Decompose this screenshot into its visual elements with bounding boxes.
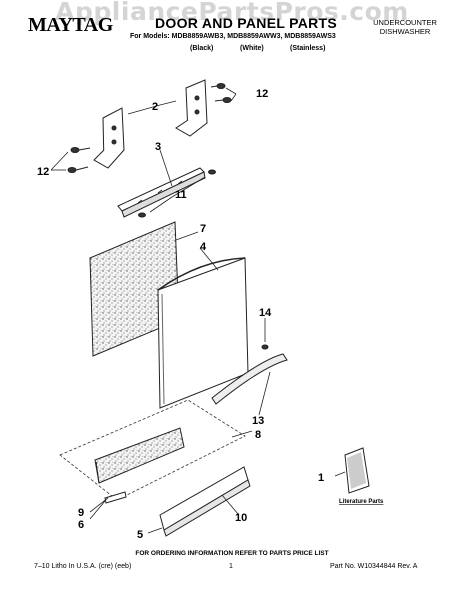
callout-1: 1: [318, 472, 324, 484]
callout-6: 6: [78, 519, 84, 531]
ordering-note: FOR ORDERING INFORMATION REFER TO PARTS …: [135, 550, 329, 557]
callout-14: 14: [259, 307, 272, 319]
lower-insulation: [94, 427, 185, 484]
part-number: Part No. W10344844 Rev. A: [330, 563, 418, 570]
color-white: (White): [240, 45, 264, 52]
callout-11: 11: [175, 189, 187, 201]
kit-outline: [59, 399, 246, 501]
callout-2: 2: [152, 101, 158, 113]
rail-screws: [138, 169, 216, 218]
screws-left: [67, 147, 91, 173]
hinge-bracket-left: [93, 107, 125, 169]
callout-9: 9: [78, 507, 84, 519]
print-info: 7–10 Litho In U.S.A. (cre) (eeb): [34, 563, 132, 570]
outer-door-panel: [157, 257, 249, 409]
callout-4: 4: [200, 241, 207, 253]
door-rail: [117, 167, 206, 218]
door-handle: [211, 344, 288, 405]
callout-7: 7: [200, 223, 206, 235]
callout-12-left: 12: [37, 166, 49, 178]
appliance-type: UNDERCOUNTER DISHWASHER: [373, 18, 437, 36]
kickplate: [159, 466, 251, 537]
callout-5: 5: [137, 529, 143, 541]
lower-insulation-edge: [95, 461, 100, 484]
callout-13: 13: [252, 415, 264, 427]
callout-3: 3: [155, 141, 161, 153]
callouts: 2 12 12 3 11 7 4 14 13 8 1 9 6 5 10 Lite…: [37, 88, 384, 541]
callout-8: 8: [255, 429, 261, 441]
model-list: For Models: MDB8859AWB3, MDB8859AWW3, MD…: [130, 33, 336, 40]
hinge-bracket-right: [175, 79, 208, 137]
watermark: AppliancePartsPros.com: [55, 0, 409, 26]
callout-12-right: 12: [256, 88, 268, 100]
color-black: (Black): [190, 45, 214, 52]
literature-label: Literature Parts: [339, 499, 384, 505]
leader-lines: [50, 87, 346, 534]
callout-10: 10: [235, 512, 247, 524]
brand-logo: MAYTAG: [28, 14, 113, 36]
literature-booklet: [344, 447, 370, 494]
screws-right: [210, 83, 232, 103]
page-title: DOOR AND PANEL PARTS: [155, 15, 338, 31]
kick-clip: [104, 491, 127, 504]
page-number: 1: [229, 563, 233, 570]
color-stainless: (Stainless): [290, 45, 326, 52]
